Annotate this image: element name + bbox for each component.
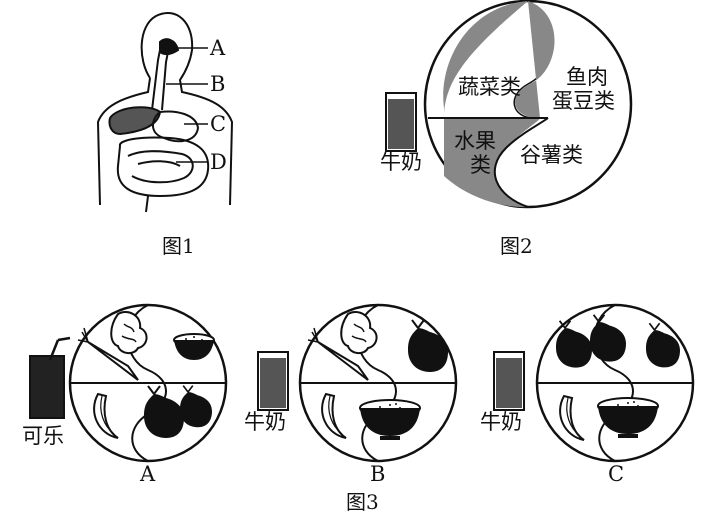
milk-glass-c bbox=[493, 351, 525, 411]
label-vegetables: 蔬菜类 bbox=[458, 75, 521, 99]
figure3-caption: 图3 bbox=[346, 490, 379, 514]
label-drink-b: 牛奶 bbox=[244, 410, 286, 434]
meal-plate-c bbox=[535, 303, 695, 463]
leader-lines bbox=[166, 47, 208, 163]
label-fruit-line2: 类 bbox=[470, 153, 491, 177]
diet-plate bbox=[423, 0, 633, 209]
figure1-caption: 图1 bbox=[162, 234, 195, 258]
milk-glass-b bbox=[257, 351, 289, 411]
label-a: A bbox=[210, 36, 226, 60]
figure2-caption: 图2 bbox=[500, 234, 533, 258]
milk-glass-fig2 bbox=[385, 92, 417, 152]
meal-plate-a bbox=[68, 303, 228, 463]
meal-label-a: A bbox=[140, 462, 156, 486]
meal-label-c: C bbox=[608, 462, 625, 486]
meal-label-b: B bbox=[370, 462, 386, 486]
label-d: D bbox=[210, 150, 227, 174]
label-fish-meat-line1: 鱼肉 bbox=[566, 65, 608, 89]
label-c: C bbox=[210, 112, 227, 136]
digestive-system-illustration bbox=[96, 12, 234, 213]
label-drink-c: 牛奶 bbox=[480, 410, 522, 434]
label-b: B bbox=[210, 72, 226, 96]
label-drink-a: 可乐 bbox=[22, 424, 64, 448]
label-grains: 谷薯类 bbox=[520, 143, 583, 167]
label-milk-fig2: 牛奶 bbox=[380, 150, 422, 174]
label-fruit-line1: 水果 bbox=[454, 129, 496, 153]
label-fish-meat-line2: 蛋豆类 bbox=[552, 89, 615, 113]
cola-glass bbox=[29, 336, 71, 419]
meal-plate-b bbox=[298, 303, 458, 463]
